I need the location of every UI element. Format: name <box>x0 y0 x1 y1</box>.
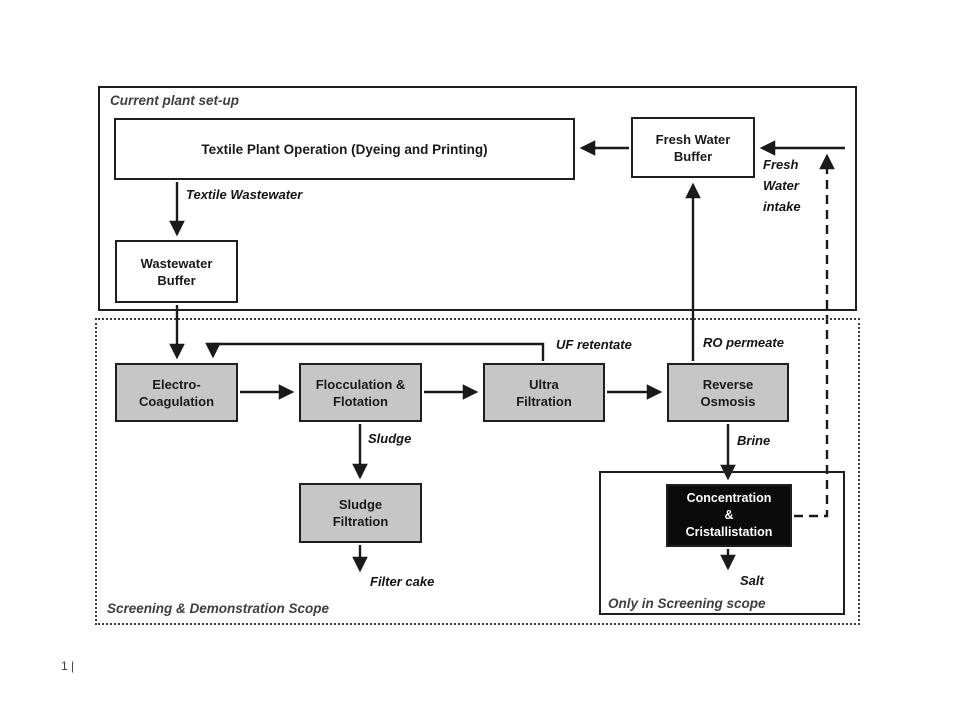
flow-label-brine: Brine <box>737 433 771 448</box>
flow-label-ro-permeate: RO permeate <box>703 335 784 350</box>
node-electro-coagulation: Electro- Coagulation <box>115 363 238 422</box>
node-concentration-cristallisation: Concentration & Cristallistation <box>666 484 792 547</box>
scope-current-plant-box <box>98 86 857 311</box>
edge-uf-retentate <box>205 342 545 361</box>
flow-label-fresh-water-intake: Fresh Water intake <box>763 157 801 214</box>
edge-concentration-recycle-dashed <box>794 153 835 518</box>
flow-label-uf-retentate: UF retentate <box>556 337 632 352</box>
flow-label-textile-wastewater: Textile Wastewater <box>186 187 303 202</box>
node-wastewater-buffer: Wastewater Buffer <box>115 240 238 303</box>
page-number: 1 | <box>61 659 75 673</box>
scope-only-screening-label: Only in Screening scope <box>608 596 766 611</box>
node-flocculation-flotation: Flocculation & Flotation <box>299 363 422 422</box>
flow-label-filter-cake: Filter cake <box>370 574 435 589</box>
flow-label-salt: Salt <box>740 573 764 588</box>
scope-screening-label: Screening & Demonstration Scope <box>107 601 330 616</box>
scope-current-plant-label: Current plant set-up <box>110 93 240 108</box>
flow-label-sludge: Sludge <box>368 431 412 446</box>
node-ultra-filtration: Ultra Filtration <box>483 363 605 422</box>
node-sludge-filtration: Sludge Filtration <box>299 483 422 543</box>
node-reverse-osmosis: Reverse Osmosis <box>667 363 789 422</box>
scope-only-screening-box <box>599 471 845 615</box>
node-textile-plant: Textile Plant Operation (Dyeing and Prin… <box>114 118 575 180</box>
scope-screening-box <box>95 318 860 625</box>
node-fresh-water-buffer: Fresh Water Buffer <box>631 117 755 178</box>
